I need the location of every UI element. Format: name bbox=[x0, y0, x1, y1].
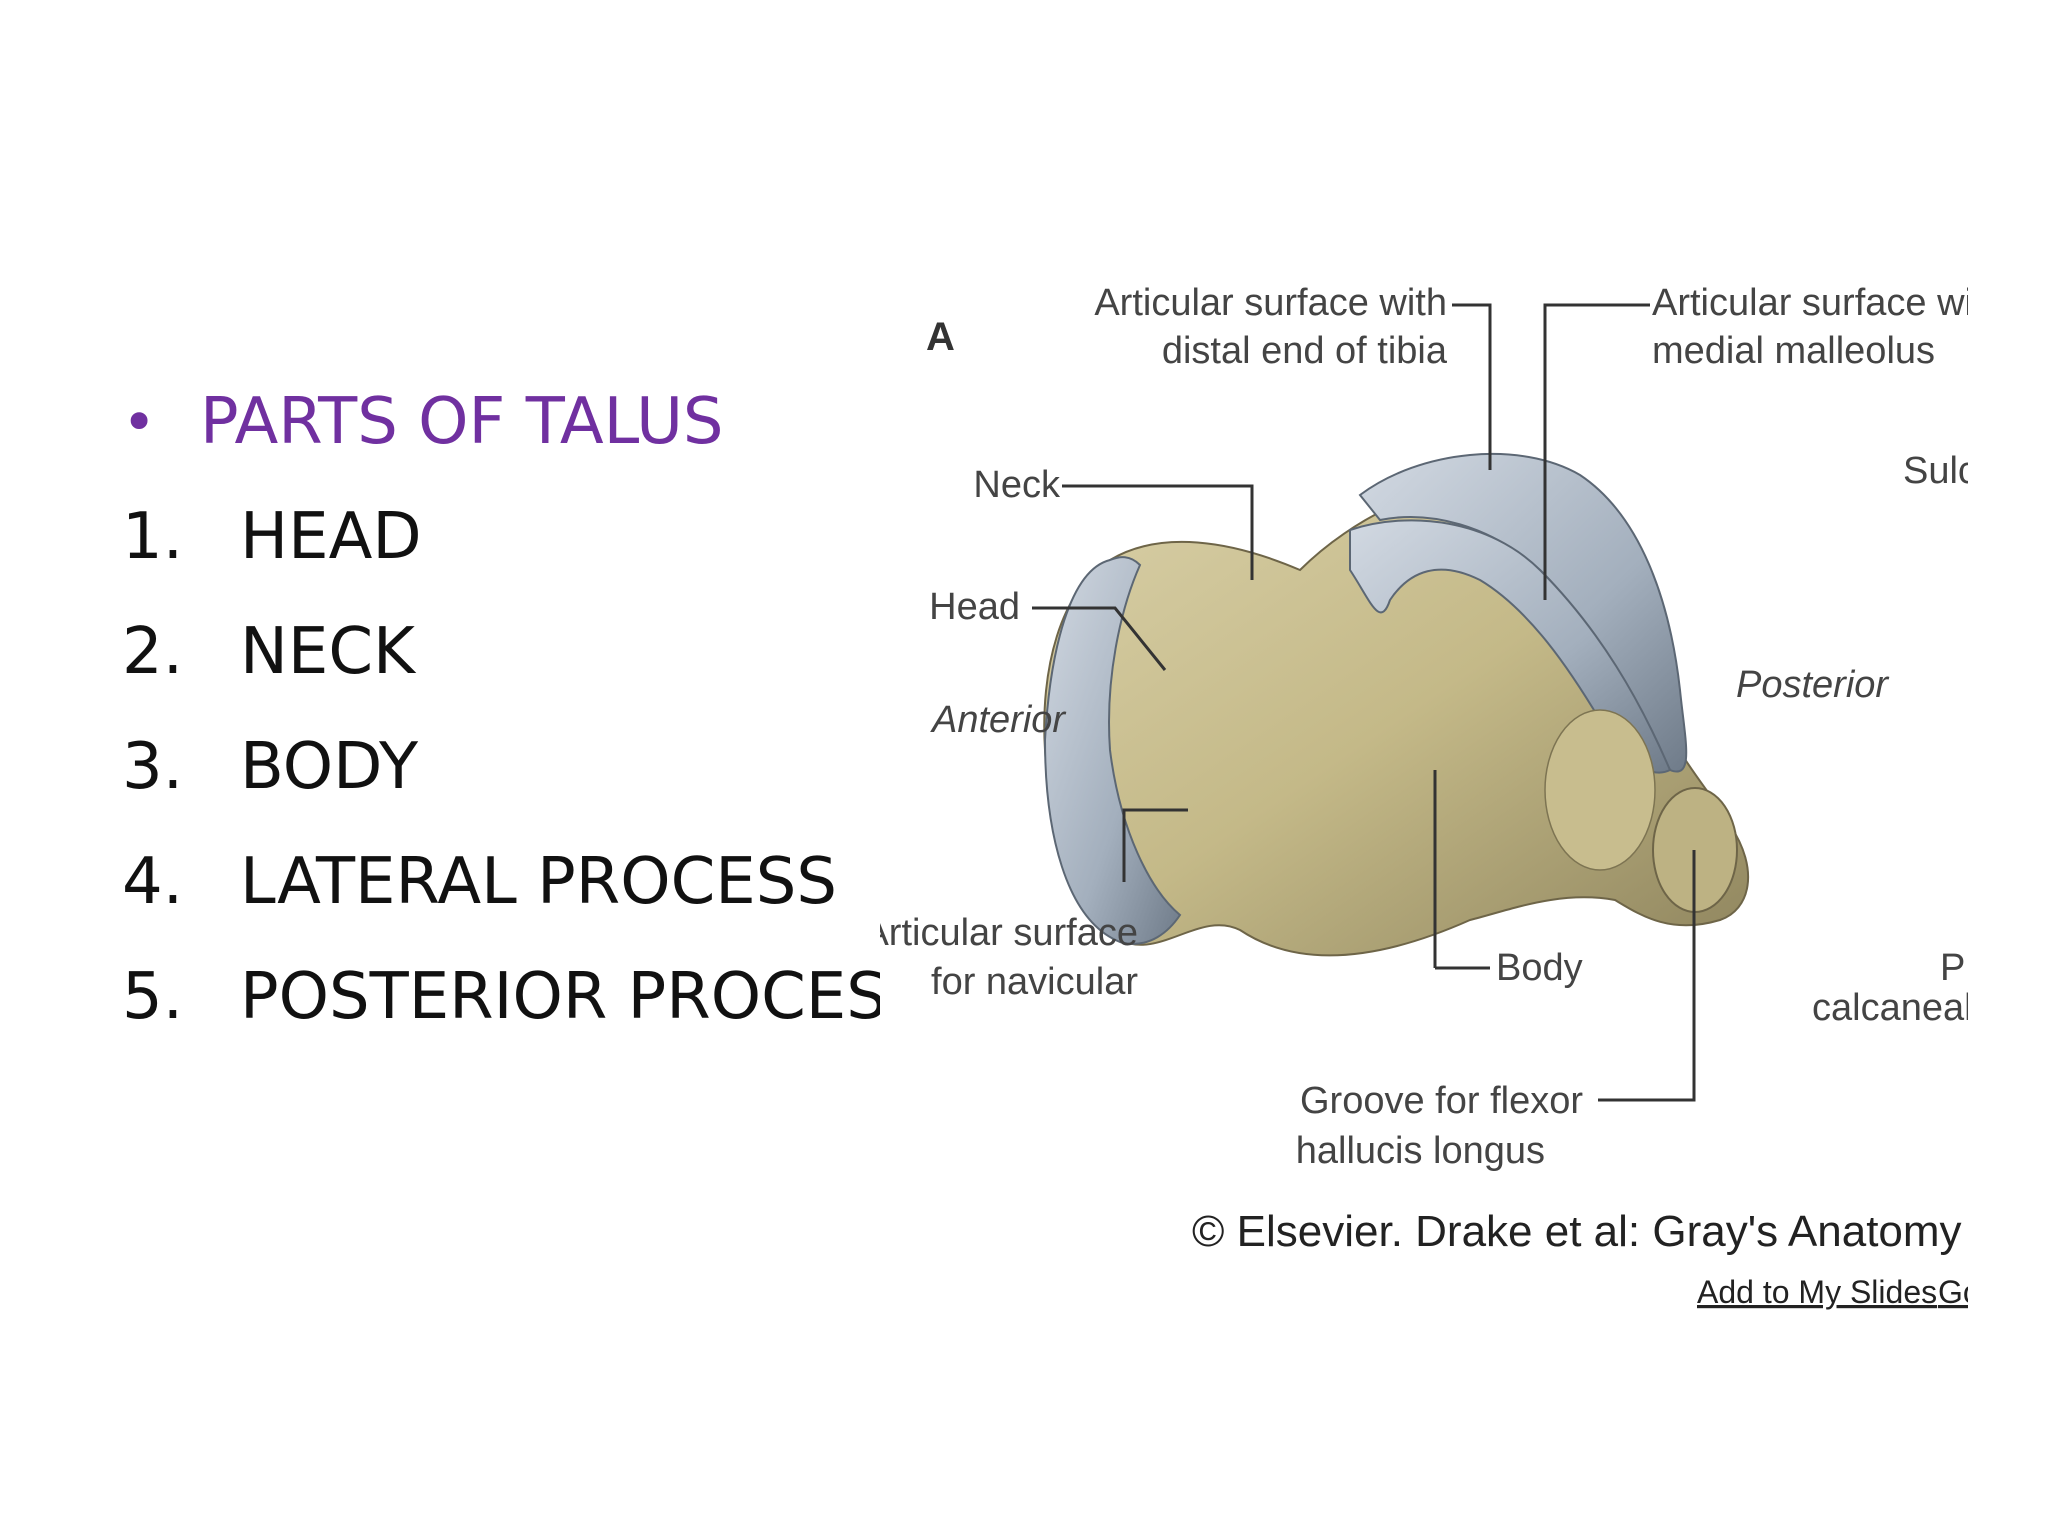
go-link[interactable]: Go bbox=[1938, 1274, 1968, 1310]
label-body: Body bbox=[1496, 947, 1583, 989]
label-groove-line2: hallucis longus bbox=[1296, 1130, 1545, 1172]
list-heading: PARTS OF TALUS bbox=[200, 385, 724, 459]
bullet-icon: • bbox=[122, 388, 157, 456]
label-posterior-process-line2: calcaneal s bbox=[1812, 987, 1968, 1029]
item-number: 1. bbox=[122, 500, 184, 574]
leader-line bbox=[1598, 850, 1696, 1102]
leader-line bbox=[1032, 606, 1167, 671]
item-label: POSTERIOR PROCESS bbox=[240, 960, 928, 1034]
item-number: 4. bbox=[122, 845, 184, 919]
label-navicular-line1: Articular surface bbox=[880, 912, 1138, 954]
label-tibia-line2: distal end of tibia bbox=[1162, 330, 1448, 372]
navicular-articular-surface bbox=[1043, 556, 1182, 945]
leader-line bbox=[1543, 303, 1650, 600]
label-posterior: Posterior bbox=[1736, 664, 1889, 706]
leader-line bbox=[1062, 484, 1254, 580]
item-label: NECK bbox=[240, 615, 415, 689]
label-malleolus-line1: Articular surface with bbox=[1652, 282, 1968, 324]
talus-figure: A Articular surface with distal end of t… bbox=[880, 270, 1968, 1330]
talus-diagram: A Articular surface with distal end of t… bbox=[880, 282, 1968, 1310]
label-head: Head bbox=[929, 586, 1020, 628]
label-tibia-line1: Articular surface with bbox=[1094, 282, 1447, 324]
body-tubercle bbox=[1544, 709, 1656, 871]
label-neck: Neck bbox=[973, 464, 1061, 506]
item-number: 2. bbox=[122, 615, 184, 689]
add-to-my-slides-link[interactable]: Add to My Slides bbox=[1697, 1274, 1937, 1310]
item-number: 5. bbox=[122, 960, 184, 1034]
item-label: HEAD bbox=[240, 500, 422, 574]
label-sulcus: Sulc bbox=[1903, 450, 1968, 492]
panel-letter: A bbox=[926, 315, 955, 359]
label-groove-line1: Groove for flexor bbox=[1300, 1080, 1583, 1122]
label-malleolus-line2: medial malleolus bbox=[1652, 330, 1935, 372]
copyright-credit: © Elsevier. Drake et al: Gray's Anatomy … bbox=[1192, 1207, 1968, 1256]
item-label: BODY bbox=[240, 730, 419, 804]
label-anterior: Anterior bbox=[930, 699, 1066, 741]
leader-line bbox=[1452, 303, 1492, 470]
item-label: LATERAL PROCESS bbox=[240, 845, 837, 919]
leader-line bbox=[1122, 808, 1188, 882]
label-navicular-line2: for navicular bbox=[931, 961, 1138, 1003]
item-number: 3. bbox=[122, 730, 184, 804]
label-posterior-process-line1: P bbox=[1940, 947, 1965, 989]
